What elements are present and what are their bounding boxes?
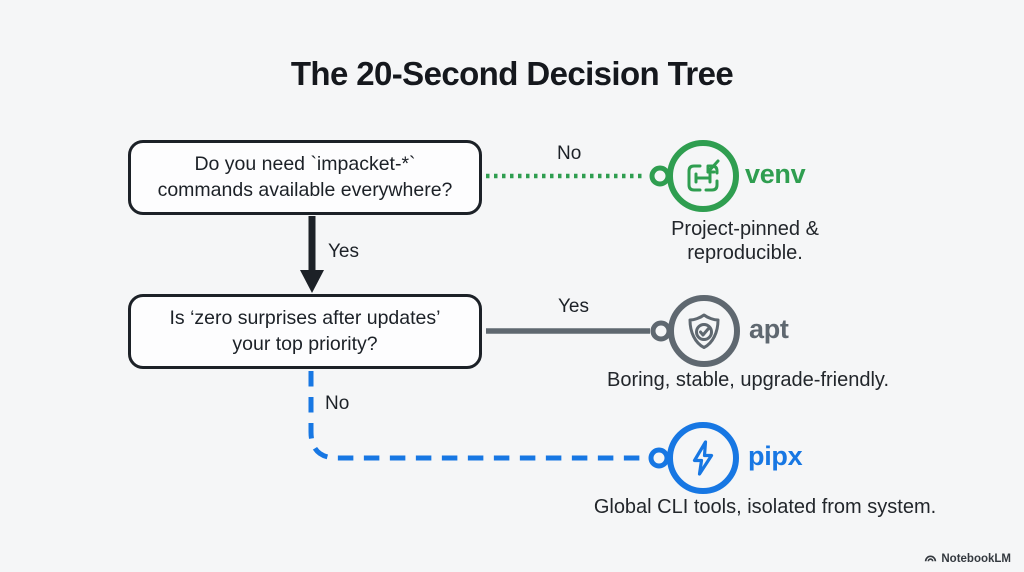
lightning-bolt-icon [692, 440, 714, 476]
outcome-name-pipx: pipx [748, 441, 803, 471]
package-import-icon [687, 159, 720, 192]
question-box-impacket: Do you need `impacket-*` commands availa… [128, 140, 482, 215]
edge-label-q2-no: No [325, 393, 350, 414]
outcome-name-venv: venv [745, 159, 806, 189]
venv-badge [649, 140, 739, 212]
page-title: The 20-Second Decision Tree [290, 55, 734, 92]
edge-label-q1-no: No [557, 143, 582, 164]
question-text: Do you need `impacket-*` commands availa… [157, 152, 453, 201]
edge-label-q1-yes: Yes [328, 241, 359, 262]
apt-badge [650, 295, 740, 367]
notebooklm-logo-icon [925, 555, 937, 562]
question-text: Is ‘zero surprises after updates’ your t… [169, 306, 441, 355]
outcome-caption-pipx: Global CLI tools, isolated from system. [593, 496, 937, 518]
outcome-name-apt: apt [749, 314, 789, 344]
watermark-label: NotebookLM [941, 552, 1011, 565]
edge-q2-no-line [308, 371, 643, 461]
watermark: NotebookLM [924, 552, 1011, 565]
outcome-caption-apt: Boring, stable, upgrade-friendly. [606, 369, 889, 391]
shield-check-icon [688, 313, 720, 349]
question-box-zero-surprises: Is ‘zero surprises after updates’ your t… [128, 294, 482, 369]
outcome-caption-venv: Project-pinned & reproducible. [671, 218, 819, 265]
edge-label-q2-yes: Yes [558, 296, 589, 317]
edge-q1-yes-arrow [300, 216, 324, 293]
pipx-badge [648, 422, 739, 494]
